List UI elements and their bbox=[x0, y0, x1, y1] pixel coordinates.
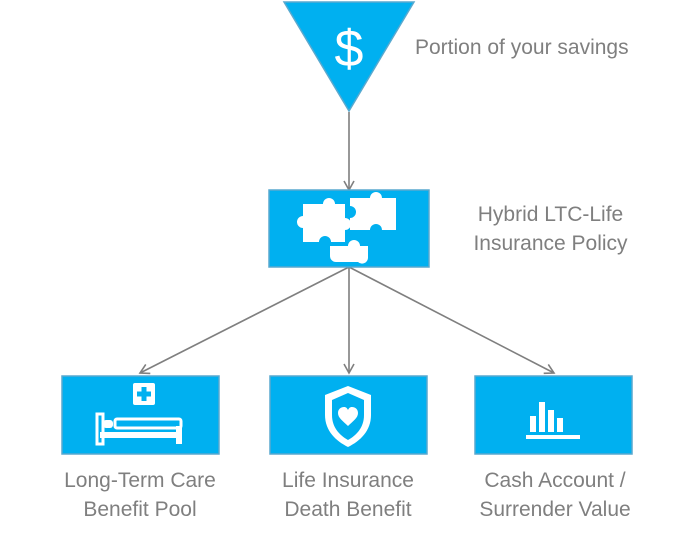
policy-box bbox=[268, 189, 430, 268]
life-box bbox=[269, 375, 428, 455]
puzzle-pieces-icon bbox=[297, 192, 396, 264]
arrow-policy-to-ltc bbox=[138, 266, 350, 375]
shield-heart-icon bbox=[325, 386, 371, 447]
cash-label: Cash Account / Surrender Value bbox=[479, 469, 631, 521]
bar-chart-icon bbox=[526, 402, 580, 439]
policy-label: Hybrid LTC-Life Insurance Policy bbox=[473, 203, 628, 255]
ltc-label: Long-Term Care Benefit Pool bbox=[64, 469, 216, 521]
life-label: Life Insurance Death Benefit bbox=[282, 469, 414, 521]
ltc-box bbox=[61, 375, 220, 455]
savings-funnel: $ bbox=[282, 1, 416, 113]
savings-label: Portion of your savings bbox=[415, 36, 629, 59]
hospital-bed-icon bbox=[95, 383, 183, 446]
cash-box bbox=[474, 375, 633, 455]
dollar-sign-icon: $ bbox=[335, 20, 364, 78]
arrow-policy-to-cash bbox=[348, 266, 556, 375]
